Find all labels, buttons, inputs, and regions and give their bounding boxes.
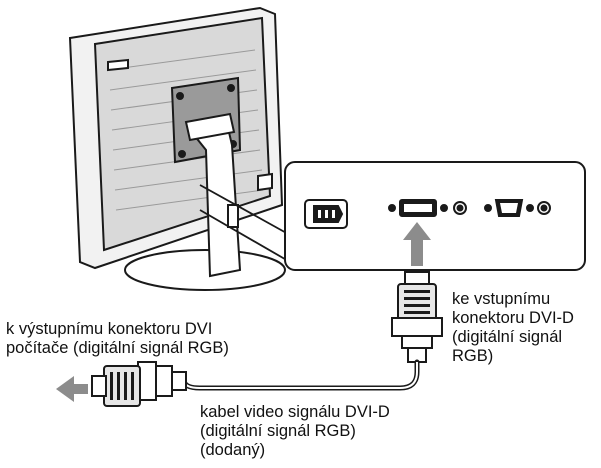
label-to-computer-line2: počítače (digitální signál RGB) — [6, 339, 229, 357]
monitor-rear — [68, 6, 284, 270]
dvi-d-cable — [181, 359, 420, 391]
label-to-monitor-line2: konektoru DVI-D — [452, 309, 574, 327]
label-cable-line2: (digitální signál RGB) — [200, 422, 356, 440]
label-to-monitor-line4: RGB) — [452, 347, 494, 365]
label-cable-line1: kabel video signálu DVI-D — [200, 403, 390, 421]
label-cable: kabel video signálu DVI-D (digitální sig… — [200, 403, 390, 460]
label-to-monitor-line1: ke vstupnímu — [452, 290, 551, 308]
dvi-d-port — [388, 199, 448, 217]
monitor-stand — [124, 112, 286, 291]
dvi-connector-monitor-side — [391, 271, 443, 363]
label-to-computer: k výstupnímu konektoru DVI počítače (dig… — [6, 320, 229, 358]
label-to-computer-line1: k výstupnímu konektoru DVI — [6, 320, 213, 338]
insert-arrow-up — [403, 222, 431, 266]
insert-arrow-left — [56, 376, 88, 402]
ac-inlet — [304, 199, 348, 229]
label-cable-line3: (dodaný) — [200, 441, 266, 459]
label-to-monitor: ke vstupnímu konektoru DVI-D (digitální … — [452, 290, 574, 366]
label-to-monitor-line3: (digitální signál — [452, 328, 563, 346]
rear-panel-zoom — [284, 161, 586, 271]
vga-port — [484, 199, 534, 217]
dvi-connector-computer-side — [91, 361, 187, 407]
callout-lines — [199, 184, 291, 263]
